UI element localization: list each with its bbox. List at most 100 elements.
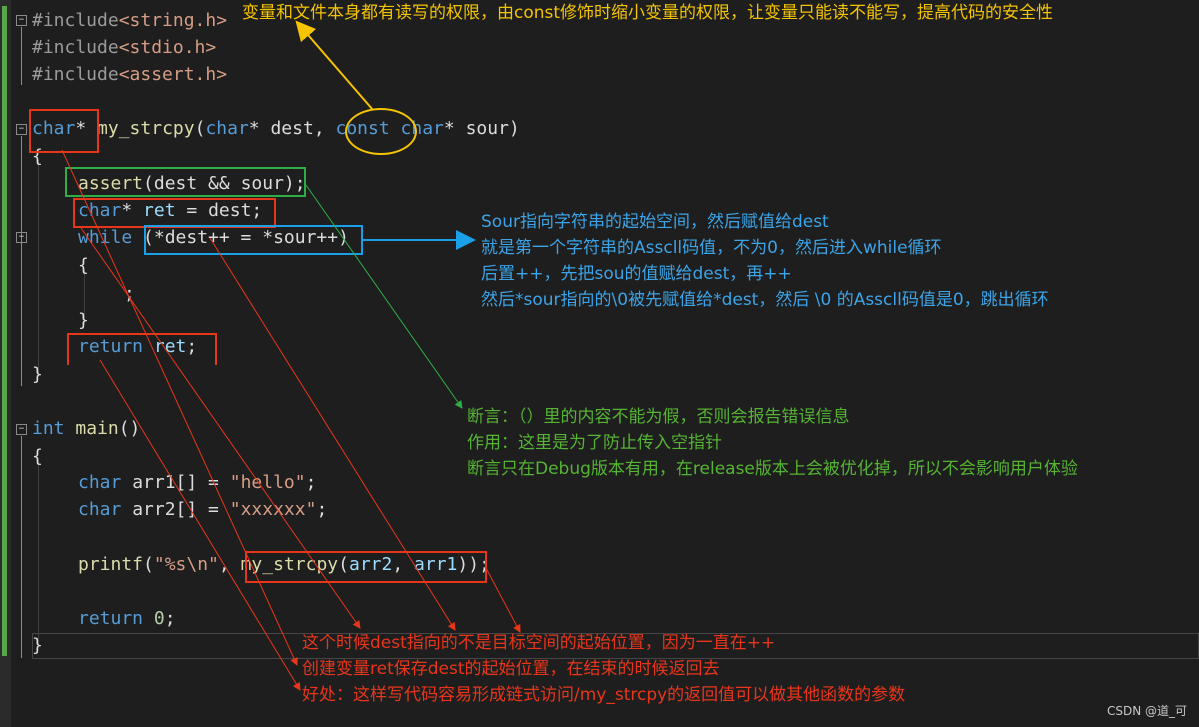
code-token: * <box>121 200 144 221</box>
fold-toggle-icon[interactable]: − <box>16 232 27 243</box>
arrow-green <box>305 184 463 409</box>
note-ret-line: 创建变量ret保存dest的起始位置，在结束的时候返回去 <box>302 659 720 679</box>
code-line[interactable]: { <box>32 146 43 167</box>
return-highlight-box <box>67 333 217 365</box>
note-while-line: 然后*sour指向的\0被先赋值给*dest，然后 \0 的Asscll码值是0… <box>481 290 1049 310</box>
string-literal: "%s\n" <box>153 554 219 575</box>
arrow-red-5 <box>485 567 521 633</box>
code-token: * <box>75 118 98 139</box>
code-token: , <box>392 554 415 575</box>
variable-name: ret <box>143 200 176 221</box>
code-line[interactable]: #include<stdio.h> <box>32 37 216 59</box>
fold-toggle-icon[interactable]: − <box>16 424 27 435</box>
code-line[interactable]: assert(dest && sour); <box>78 173 306 195</box>
note-while-line: 后置++，先把sou的值赋给dest，再++ <box>481 264 792 284</box>
code-token: ( <box>338 554 349 575</box>
code-line[interactable]: #include<string.h> <box>32 10 227 32</box>
preprocessor-directive: #include <box>32 37 119 58</box>
string-literal: "xxxxxx" <box>229 499 317 520</box>
keyword: char <box>32 118 76 139</box>
code-line[interactable]: } <box>78 310 89 331</box>
indent-guide <box>38 160 39 375</box>
arrow-red-4 <box>99 359 301 691</box>
string-literal: "hello" <box>229 472 306 493</box>
code-line[interactable]: } <box>32 635 43 656</box>
change-indicator-bar <box>2 6 7 656</box>
code-token: ; <box>316 499 328 520</box>
code-token: (dest && sour); <box>143 173 306 194</box>
fold-line <box>21 27 22 85</box>
fold-toggle-icon[interactable]: − <box>16 15 27 26</box>
note-assert-line: 作用：这里是为了防止传入空指针 <box>467 433 722 453</box>
code-token: )); <box>457 554 490 575</box>
code-line[interactable]: printf("%s\n", my_strcpy(arr2, arr1)); <box>78 554 490 576</box>
code-line[interactable]: return 0; <box>78 608 176 630</box>
while-condition-highlight-box <box>144 225 363 255</box>
code-line[interactable]: int main() <box>32 418 140 440</box>
keyword: return <box>78 608 144 629</box>
arrow-red-1 <box>61 149 298 666</box>
keyword: char <box>78 200 122 221</box>
note-while-line: Sour指向字符串的起始空间，然后赋值给dest <box>481 212 829 232</box>
code-token: ( <box>194 118 206 139</box>
variable-name: arr2 <box>348 554 393 575</box>
keyword: return <box>78 336 144 357</box>
include-header: <string.h> <box>118 10 228 31</box>
note-while-line: 就是第一个字符串的Asscll码值，不为0，然后进入while循环 <box>481 238 942 258</box>
note-ret-line: 这个时候dest指向的不是目标空间的起始位置，因为一直在++ <box>302 633 776 653</box>
note-assert-line: 断言只在Debug版本有用，在release版本上会被优化掉，所以不会影响用户体… <box>467 459 1078 479</box>
code-token: ( <box>143 554 154 575</box>
function-name: assert <box>78 173 144 194</box>
assert-highlight-box <box>65 167 306 197</box>
variable-name: ret <box>153 336 187 357</box>
include-header: <stdio.h> <box>118 37 217 58</box>
preprocessor-directive: #include <box>32 10 119 31</box>
call-highlight-box <box>245 551 487 583</box>
arrow-red-3 <box>209 237 456 631</box>
keyword: char <box>78 472 122 493</box>
fold-toggle-icon[interactable]: − <box>16 124 27 135</box>
number-literal: 0 <box>153 608 165 629</box>
code-token: () <box>118 418 141 439</box>
indent-guide <box>38 460 39 645</box>
code-line[interactable]: } <box>32 364 43 385</box>
code-token: arr2[] = <box>121 499 230 520</box>
include-header: <assert.h> <box>118 64 228 85</box>
keyword: int <box>32 418 65 439</box>
code-line[interactable]: return ret; <box>78 336 197 358</box>
fold-line <box>21 244 22 331</box>
code-line[interactable]: { <box>78 255 89 276</box>
return-type-highlight-box <box>29 109 99 153</box>
function-name: my_strcpy <box>240 554 339 575</box>
code-line[interactable]: char* ret = dest; <box>78 200 262 222</box>
code-token: * dest, <box>248 118 336 139</box>
code-token: * sour) <box>443 118 520 139</box>
code-line[interactable]: char arr1[] = "hello"; <box>78 472 316 494</box>
code-token: = dest; <box>175 200 263 221</box>
code-token: ; <box>164 608 176 629</box>
function-name: main <box>75 418 119 439</box>
variable-name: arr1 <box>414 554 458 575</box>
watermark: CSDN @道_可 <box>1106 704 1187 718</box>
function-name: printf <box>78 554 144 575</box>
code-line[interactable]: { <box>32 446 43 467</box>
note-const: 变量和文件本身都有读写的权限，由const修饰时缩小变量的权限，让变量只能读不能… <box>242 3 1054 23</box>
preprocessor-directive: #include <box>32 64 119 85</box>
arrow-yellow <box>295 20 374 111</box>
code-token: ; <box>186 336 198 357</box>
code-token: ; <box>305 472 317 493</box>
code-line[interactable]: #include<assert.h> <box>32 64 227 86</box>
fold-line <box>21 436 22 658</box>
note-ret-line: 好处：这样写代码容易形成链式访问/my_strcpy的返回值可以做其他函数的参数 <box>302 685 906 705</box>
code-line[interactable]: ; <box>124 283 135 304</box>
code-line[interactable]: char arr2[] = "xxxxxx"; <box>78 499 327 521</box>
keyword: char <box>205 118 249 139</box>
indent-guide <box>84 270 85 325</box>
ret-highlight-box <box>73 198 276 228</box>
keyword: char <box>78 499 122 520</box>
const-highlight-ellipse <box>345 108 417 155</box>
function-name: my_strcpy <box>97 118 195 139</box>
arrow-red-2 <box>80 227 361 629</box>
